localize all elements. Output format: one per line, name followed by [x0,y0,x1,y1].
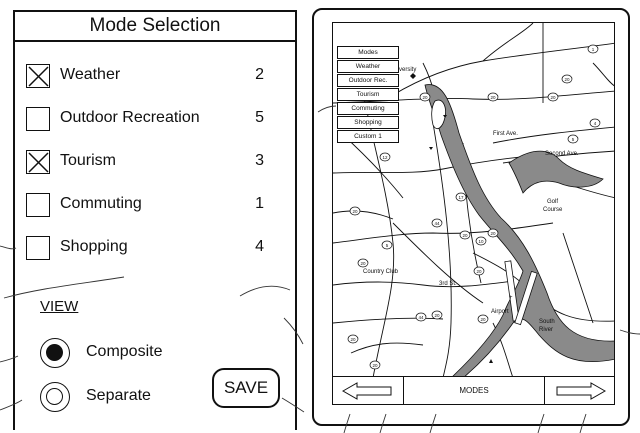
svg-text:20: 20 [434,313,440,318]
mode-count: 3 [255,152,264,169]
svg-text:4: 4 [594,121,597,126]
outdoor-recreation-checkbox[interactable] [26,107,50,131]
mode-count: 5 [255,109,264,126]
view-heading: VIEW [40,298,79,315]
mode-row-shopping[interactable]: Shopping 4 [26,236,276,266]
mode-row-commuting[interactable]: Commuting 1 [26,193,276,223]
modes-menu[interactable]: Modes Weather Outdoor Rec. Tourism Commu… [337,45,399,143]
tourism-checkbox[interactable] [26,150,50,174]
arrow-left-icon[interactable] [341,381,393,401]
composite-radio-button[interactable] [40,338,70,368]
bottom-bar: MODES [332,377,615,405]
map-symbols: + [410,73,513,363]
mode-label: Outdoor Recreation [60,109,200,126]
mode-selection-panel: Mode Selection [13,10,297,430]
svg-text:20: 20 [480,317,486,322]
modes-button[interactable]: MODES [403,377,545,404]
lake-shape [508,150,604,194]
menu-item-weather[interactable]: Weather [337,60,399,73]
flag-icon [443,115,447,118]
route-shield-numbers: 1 20 20 20 4 5 12 20 20 17 44 20 10 5 20… [350,47,596,368]
radio-selected-dot [46,344,63,361]
menu-item-commuting[interactable]: Commuting [337,102,399,115]
map-label-first-ave: First Ave. [493,131,518,137]
route-shields [347,44,601,370]
svg-text:20: 20 [372,363,378,368]
radio-label: Composite [86,343,163,360]
svg-text:12: 12 [382,155,388,160]
device-frame [312,8,630,426]
mode-label: Shopping [60,238,128,255]
mode-label: Commuting [60,195,142,212]
mode-row-tourism[interactable]: Tourism 3 [26,150,276,180]
modes-menu-title[interactable]: Modes [337,46,399,59]
landmark-icon [410,73,416,79]
mode-count: 4 [255,238,264,255]
menu-item-outdoor-rec[interactable]: Outdoor Rec. [337,74,399,87]
menu-item-shopping[interactable]: Shopping [337,116,399,129]
radio-unselected-ring [46,388,63,405]
map-label-airport: Airport [491,309,509,315]
commuting-checkbox[interactable] [26,193,50,217]
svg-text:20: 20 [490,95,496,100]
airport-plus-icon: + [509,295,513,301]
map-screen[interactable]: 1 20 20 20 4 5 12 20 20 17 44 20 10 5 20… [332,22,615,377]
airport-runways [504,260,538,326]
svg-text:20: 20 [564,77,570,82]
svg-text:20: 20 [352,209,358,214]
svg-text:5: 5 [572,137,575,142]
mode-count: 2 [255,66,264,83]
map-label-golf: Golf [547,199,558,205]
checkmark-x-icon [28,66,49,87]
svg-text:20: 20 [350,337,356,342]
flag-icon [429,147,433,150]
svg-text:44: 44 [434,221,440,226]
separate-radio-button[interactable] [40,382,70,412]
shopping-checkbox[interactable] [26,236,50,260]
svg-text:10: 10 [478,239,484,244]
map-label-course: Course [543,207,563,213]
map-label-river: River [539,327,553,333]
svg-text:20: 20 [462,233,468,238]
panel-title: Mode Selection [15,12,295,42]
svg-text:5: 5 [386,243,389,248]
checkmark-x-icon [28,152,49,173]
svg-text:20: 20 [550,95,556,100]
mode-row-weather[interactable]: Weather 2 [26,64,276,94]
weather-checkbox[interactable] [26,64,50,88]
mode-row-outdoor-recreation[interactable]: Outdoor Recreation 5 [26,107,276,137]
svg-text:44: 44 [418,315,424,320]
mode-label: Weather [60,66,121,83]
menu-item-tourism[interactable]: Tourism [337,88,399,101]
svg-text:20: 20 [476,269,482,274]
map-canvas[interactable]: 1 20 20 20 4 5 12 20 20 17 44 20 10 5 20… [333,23,615,377]
save-button[interactable]: SAVE [212,368,280,408]
menu-item-custom-1[interactable]: Custom 1 [337,130,399,143]
svg-text:1: 1 [592,47,595,52]
svg-text:20: 20 [490,231,496,236]
svg-text:17: 17 [458,195,464,200]
island-shape [431,99,446,130]
map-label-third-st: 3rd St. [439,281,457,287]
radio-label: Separate [86,387,151,404]
map-label-university: versity [399,67,416,73]
mode-label: Tourism [60,152,117,169]
tent-icon [489,359,493,363]
map-label-second-ave: Second Ave. [545,151,579,157]
map-label-country-club: Country Club [363,269,399,275]
svg-text:20: 20 [422,95,428,100]
arrow-right-icon[interactable] [555,381,607,401]
map-label-south: South [539,319,555,325]
svg-text:20: 20 [360,261,366,266]
mode-count: 1 [255,195,264,212]
